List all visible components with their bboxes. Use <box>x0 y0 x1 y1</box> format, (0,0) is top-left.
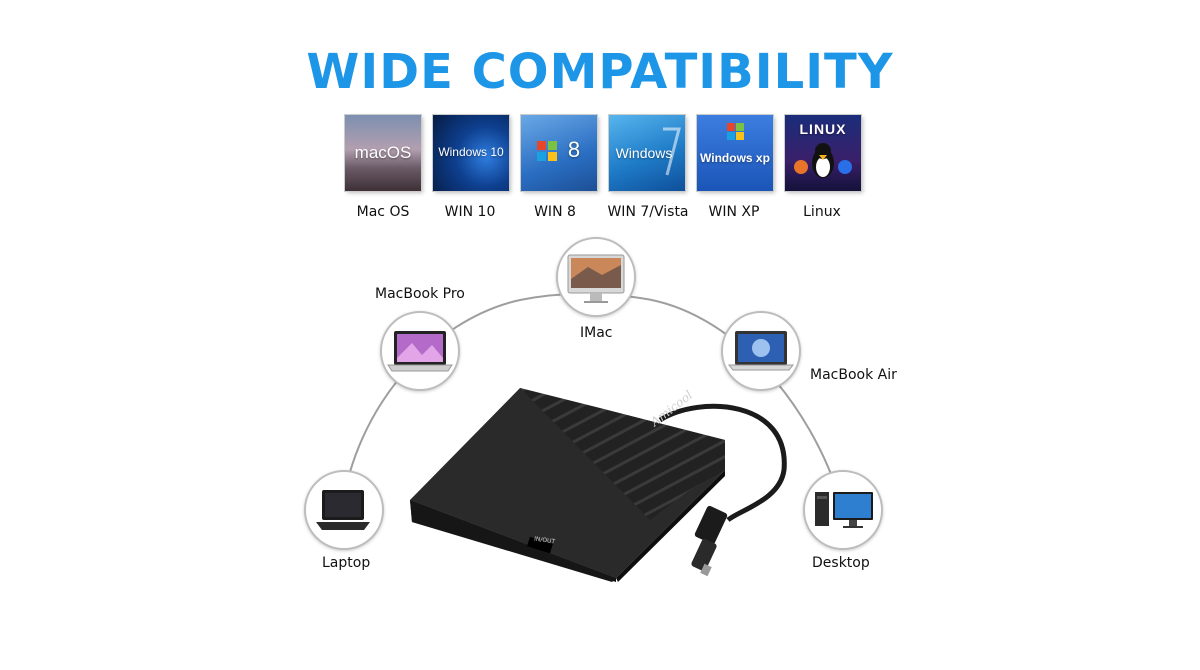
windows-xp-logo-icon: Windows xp <box>697 115 773 191</box>
os-label-macos: Mac OS <box>356 204 410 220</box>
laptop-icon <box>316 490 370 530</box>
windows-7-logo-icon: Windows <box>609 115 685 191</box>
page-title: WIDE COMPATIBILITY <box>306 44 894 100</box>
tux-penguin-icon <box>794 143 852 178</box>
linux-logo-icon: LINUX <box>785 115 861 191</box>
os-label-win7: WIN 7/Vista <box>607 204 689 220</box>
usb-cable <box>658 403 787 523</box>
device-label-macbook-air: MacBook Air <box>810 367 897 383</box>
device-label-desktop: Desktop <box>812 555 870 571</box>
device-label-macbook-pro: MacBook Pro <box>375 286 465 302</box>
laptop-device <box>304 470 384 550</box>
windows-8-logo-icon: 8 <box>521 115 597 191</box>
desktop-device <box>803 470 883 550</box>
imac-icon <box>567 254 625 303</box>
macbook-air-device <box>721 311 801 391</box>
device-label-imac: IMac <box>580 325 613 341</box>
desktop-icon <box>815 492 873 528</box>
macbook-pro-device <box>380 311 460 391</box>
windows-10-logo-icon: Windows 10 <box>433 115 509 191</box>
macbook-pro-icon <box>387 331 453 372</box>
windows-8-flag-icon <box>537 141 557 161</box>
macos-logo-icon: macOS <box>345 115 421 191</box>
macbook-air-icon <box>727 331 795 371</box>
os-label-linux: Linux <box>803 204 841 220</box>
os-label-winxp: WIN XP <box>708 204 760 220</box>
os-label-win8: WIN 8 <box>534 204 576 220</box>
windows-7-seven-icon <box>663 127 681 176</box>
windows-xp-flag-icon <box>727 123 744 140</box>
imac-device <box>556 237 636 317</box>
os-label-win10: WIN 10 <box>444 204 496 220</box>
device-label-laptop: Laptop <box>322 555 371 571</box>
